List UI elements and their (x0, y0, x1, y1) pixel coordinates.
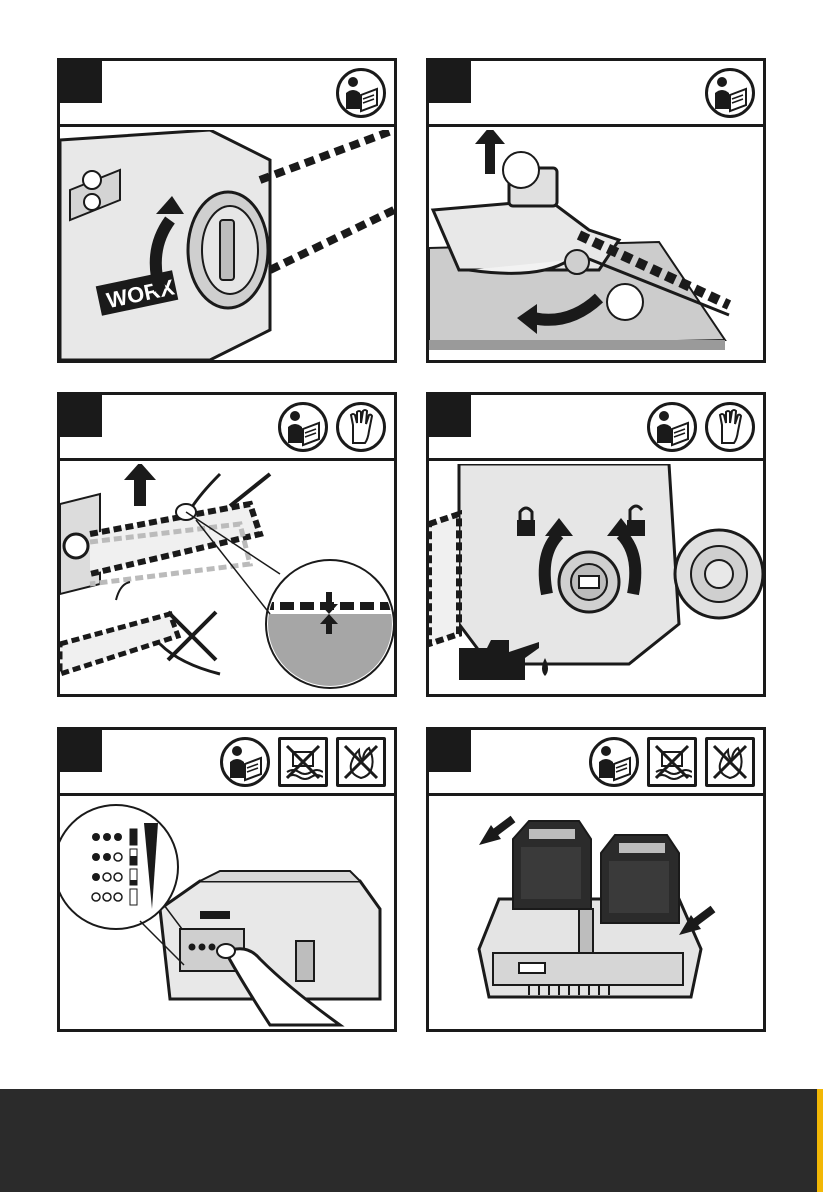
read-manual-icon (278, 402, 328, 452)
safety-icon-row (705, 68, 755, 118)
footer-band (0, 1089, 823, 1192)
instruction-panel-4 (426, 392, 766, 697)
illustration-chain-cover-knob: WORX (60, 130, 394, 360)
instruction-panel-6 (426, 727, 766, 1032)
no-fire-icon (336, 737, 386, 787)
panel-header (429, 61, 763, 127)
panel-header (60, 61, 394, 127)
step-number-box (60, 395, 102, 437)
instruction-panel-2 (426, 58, 766, 363)
panel-header (60, 395, 394, 461)
gloves-icon (336, 402, 386, 452)
illustration-remove-battery-loosen-knob (429, 130, 763, 360)
no-water-icon (278, 737, 328, 787)
safety-icon-row (278, 402, 386, 452)
no-fire-icon (705, 737, 755, 787)
read-manual-icon (336, 68, 386, 118)
read-manual-icon (220, 737, 270, 787)
illustration-chain-tension-check (60, 464, 394, 694)
footer-accent-strip (817, 1089, 823, 1192)
illustration-lock-knob-oil (429, 464, 763, 694)
step-number-box (429, 395, 471, 437)
panel-header (429, 730, 763, 796)
safety-icon-row (220, 737, 386, 787)
panel-header (60, 730, 394, 796)
step-number-box (60, 61, 102, 103)
illustration-battery-charge-level (60, 799, 394, 1029)
instruction-panel-3 (57, 392, 397, 697)
instruction-panel-1: WORX (57, 58, 397, 363)
read-manual-icon (589, 737, 639, 787)
step-number-box (429, 61, 471, 103)
safety-icon-row (589, 737, 755, 787)
no-water-icon (647, 737, 697, 787)
safety-icon-row (336, 68, 386, 118)
step-number-box (429, 730, 471, 772)
read-manual-icon (647, 402, 697, 452)
safety-icon-row (647, 402, 755, 452)
gloves-icon (705, 402, 755, 452)
instruction-panel-5 (57, 727, 397, 1032)
illustration-dual-charger (429, 799, 763, 1029)
step-number-box (60, 730, 102, 772)
panel-header (429, 395, 763, 461)
read-manual-icon (705, 68, 755, 118)
